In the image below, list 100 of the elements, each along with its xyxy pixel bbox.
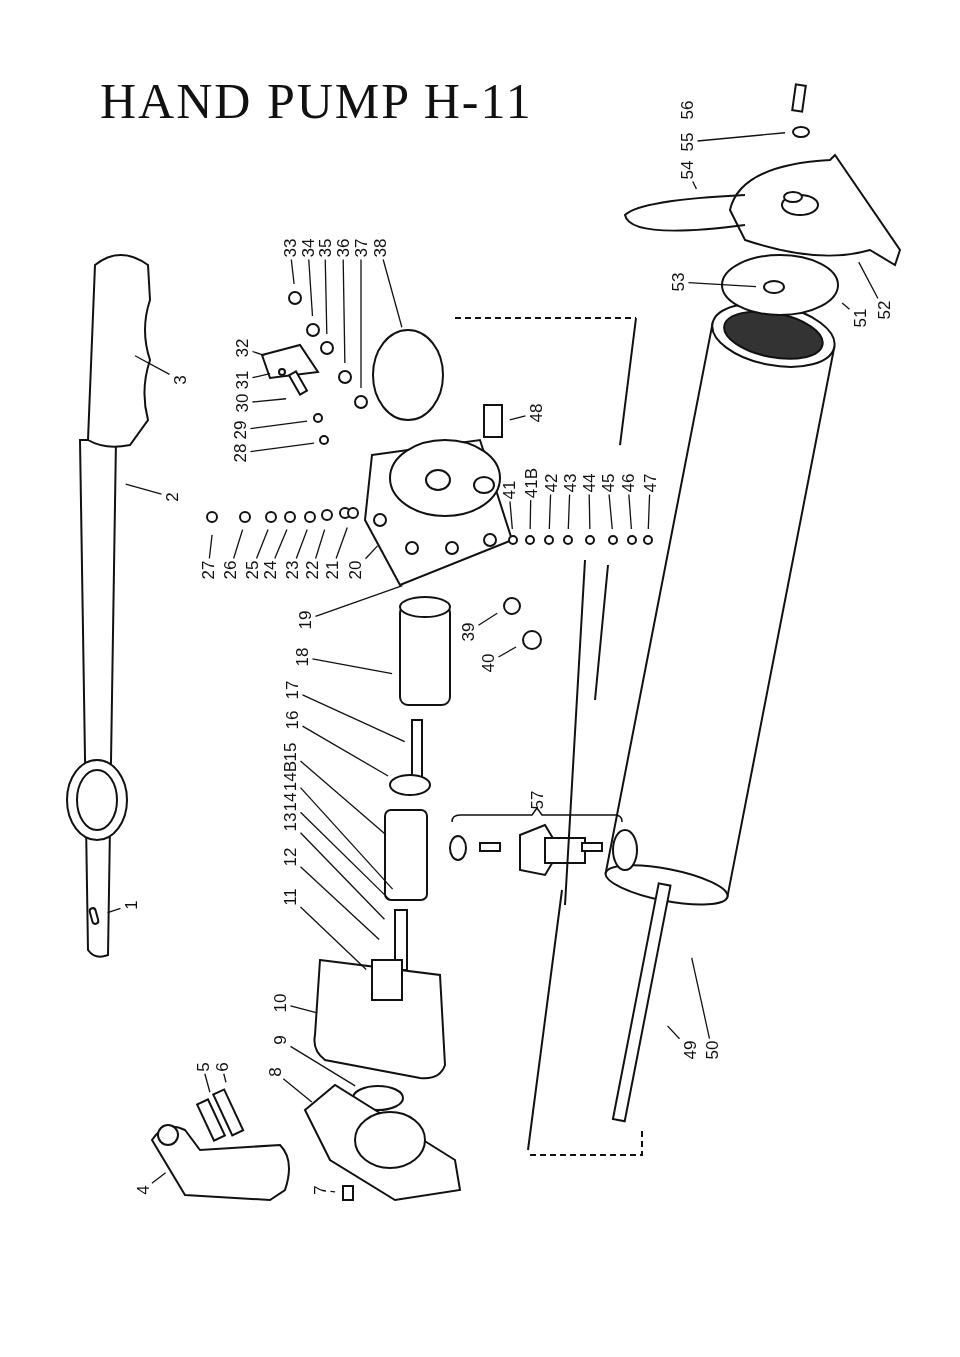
leader-line (692, 180, 698, 190)
callout-number: 19 (296, 610, 314, 630)
callout-number: 22 (303, 560, 321, 580)
leader-line (106, 907, 122, 914)
callout-number: 16 (283, 710, 301, 730)
callout-number: 47 (641, 473, 659, 493)
leader-line (295, 528, 308, 560)
callout-number: 8 (266, 1067, 284, 1077)
callout-number: 44 (580, 473, 598, 493)
leader-line (301, 694, 406, 743)
leader-line (301, 725, 389, 777)
callout-number: 32 (233, 338, 251, 358)
callout-number: 14B (281, 760, 299, 792)
leader-line (628, 493, 633, 530)
callout-number: 54 (678, 160, 696, 180)
leader-line (548, 493, 552, 530)
leader-line (841, 302, 851, 310)
leader-line (509, 500, 513, 530)
leader-line (299, 786, 394, 890)
leader-line (208, 534, 213, 560)
callout-number: 53 (669, 272, 687, 292)
callout-number: 41 (500, 480, 518, 500)
callout-number: 39 (459, 622, 477, 642)
callout-number: 41B (522, 467, 540, 499)
leader-line (299, 906, 367, 971)
leader-line (232, 529, 244, 560)
callout-number: 51 (851, 308, 869, 328)
callout-number: 7 (311, 1185, 329, 1195)
callout-number: 23 (283, 560, 301, 580)
callout-number: 33 (281, 238, 299, 258)
callout-number: 43 (561, 473, 579, 493)
callout-number: 46 (619, 473, 637, 493)
leader-line (289, 1045, 356, 1087)
callout-number: 3 (171, 375, 189, 385)
callout-number: 38 (371, 238, 389, 258)
leader-line (255, 528, 269, 560)
leader-line (342, 258, 346, 364)
leader-line (125, 483, 163, 495)
callout-number: 28 (231, 443, 249, 463)
leader-line (497, 646, 517, 658)
callout-number: 34 (299, 238, 317, 258)
callout-number: 1 (122, 900, 140, 910)
callout-number: 26 (221, 560, 239, 580)
callout-number: 20 (346, 560, 364, 580)
title: HAND PUMP H-11 (100, 72, 533, 130)
leader-line (251, 373, 271, 379)
callout-number: 55 (678, 132, 696, 152)
leader-line (289, 1005, 318, 1014)
callout-number: 42 (542, 473, 560, 493)
callout-number: 37 (352, 238, 370, 258)
leader-line (382, 258, 403, 328)
leader-line (529, 499, 532, 530)
leader-line (666, 1025, 681, 1040)
leader-line (360, 258, 362, 389)
callout-number: 27 (199, 560, 217, 580)
leader-line (251, 350, 266, 357)
leader-line (567, 493, 571, 530)
leader-line (299, 866, 380, 941)
callout-number: 36 (334, 238, 352, 258)
callout-number: 50 (703, 1040, 721, 1060)
callout-number: 24 (261, 560, 279, 580)
callout-number: 45 (599, 473, 617, 493)
callout-number: 17 (283, 680, 301, 700)
leader-line (249, 442, 315, 453)
leader-line (364, 545, 379, 560)
leader-line (329, 1190, 336, 1193)
leader-line (588, 493, 591, 530)
leader-line (324, 258, 328, 335)
leader-line (308, 258, 314, 317)
leader-line (647, 493, 651, 530)
callout-number: 2 (163, 492, 181, 502)
leader-line (509, 415, 527, 421)
callout-number: 18 (293, 647, 311, 667)
callout-number: 48 (527, 403, 545, 423)
leader-line (249, 420, 308, 430)
leader-line (696, 132, 786, 142)
callout-number: 49 (681, 1040, 699, 1060)
callout-number: 31 (233, 370, 251, 390)
leader-line (299, 811, 390, 901)
callout-number: 25 (243, 560, 261, 580)
leader-line (151, 1172, 167, 1184)
callout-number: 29 (231, 420, 249, 440)
leader-line (223, 1073, 227, 1083)
leader-line (335, 526, 348, 560)
leader-line (299, 832, 386, 920)
callout-number: 5 (194, 1062, 212, 1072)
callout-number: 35 (316, 238, 334, 258)
callout-number: 15 (281, 742, 299, 762)
callout-number: 13 (281, 812, 299, 832)
leader-line (314, 585, 404, 617)
callout-number: 4 (134, 1185, 152, 1195)
callout-number: 40 (479, 653, 497, 673)
leader-line (274, 528, 288, 560)
callout-number: 21 (323, 560, 341, 580)
callout-number: 52 (875, 300, 893, 320)
callout-number: 57 (528, 790, 546, 810)
leader-line (314, 529, 326, 560)
leader-line (282, 1078, 313, 1103)
leader-line (691, 957, 711, 1040)
leader-line (687, 281, 757, 288)
